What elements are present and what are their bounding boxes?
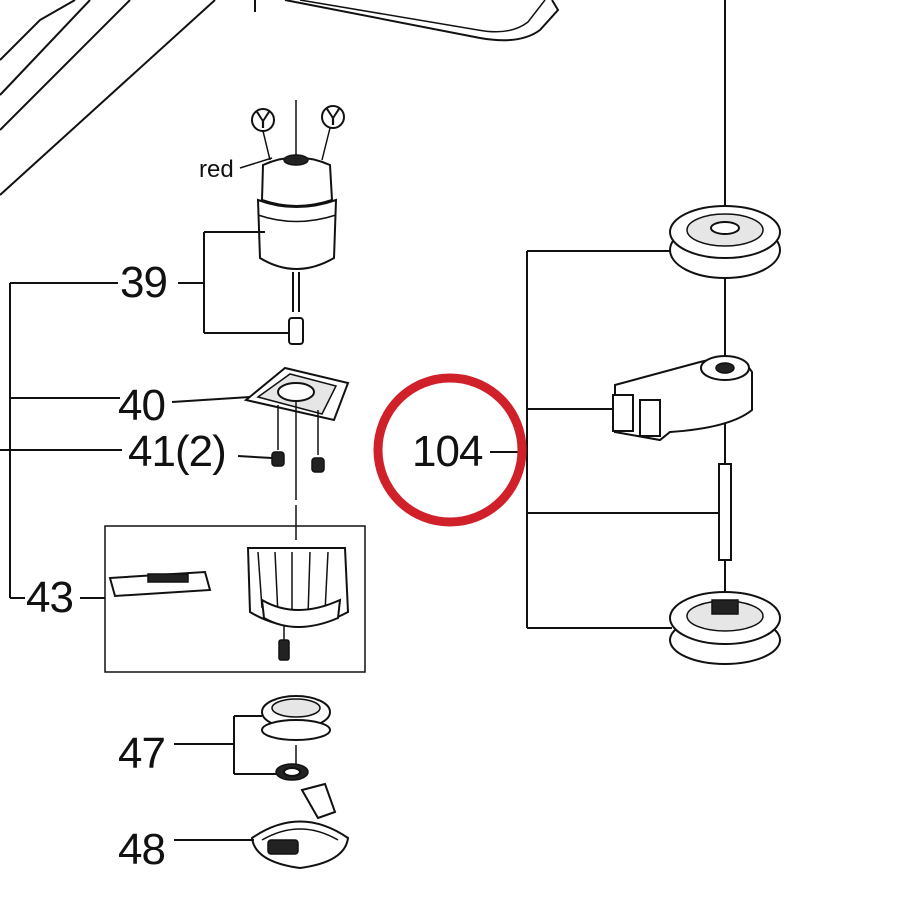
highlight-ring bbox=[373, 373, 527, 527]
part-43-assembly bbox=[104, 505, 366, 673]
part-48-cap bbox=[250, 782, 350, 870]
wire-terminal-b bbox=[321, 105, 345, 129]
part-104-axle-rod bbox=[718, 463, 732, 561]
wire-terminal-b-label: Y bbox=[325, 104, 341, 131]
part-41-screws bbox=[271, 451, 325, 473]
callout-40: 40 bbox=[118, 381, 165, 430]
part-104-wheel-top bbox=[669, 205, 781, 279]
callout-43: 43 bbox=[26, 573, 73, 622]
callout-48: 48 bbox=[118, 825, 165, 874]
part-40-plate bbox=[243, 366, 350, 500]
part-39-motor: Y Y red bbox=[199, 100, 345, 345]
callout-41: 41(2) bbox=[128, 427, 226, 476]
callout-104: 104 bbox=[412, 427, 483, 476]
left-callout-lines bbox=[0, 231, 290, 841]
housing-outline bbox=[0, 0, 560, 196]
part-104-wheel-bottom bbox=[669, 591, 781, 665]
callout-39: 39 bbox=[120, 258, 167, 307]
callout-47: 47 bbox=[118, 729, 165, 778]
wire-terminal-a-label: Y bbox=[255, 107, 271, 134]
part-47-bearing bbox=[261, 695, 331, 781]
wire-color-label: red bbox=[199, 156, 234, 183]
part-104-axle-arm bbox=[612, 355, 753, 442]
part-104-bracket-lines bbox=[490, 250, 720, 629]
